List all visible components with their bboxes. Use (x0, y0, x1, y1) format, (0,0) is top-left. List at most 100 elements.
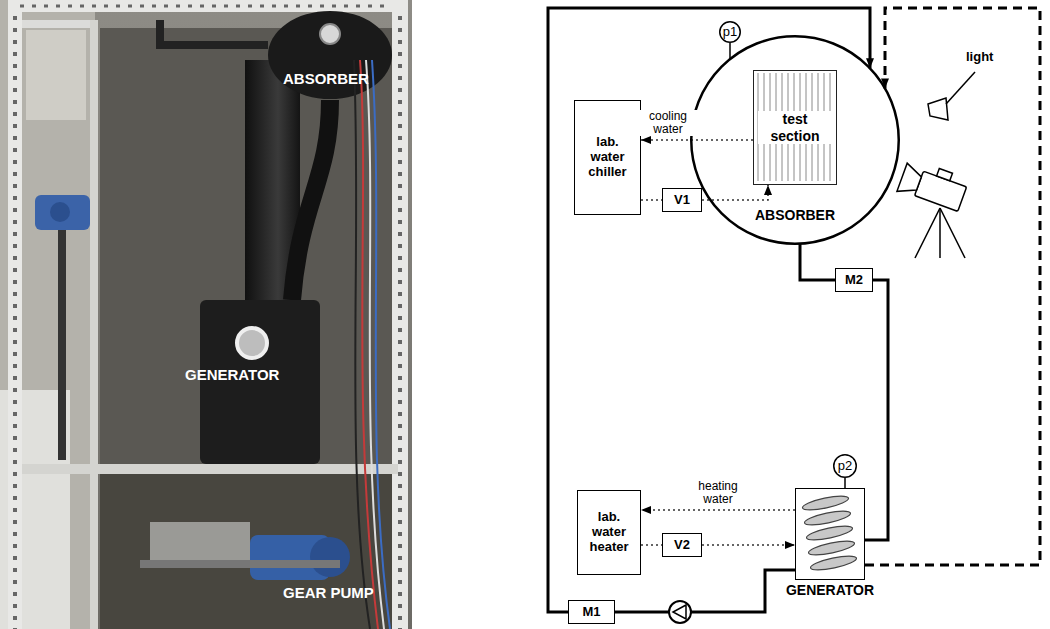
water-line (641, 139, 753, 141)
label-anchor: GEAR PUMP (283, 584, 374, 601)
pump-symbol (673, 605, 686, 619)
coil-turn (803, 508, 851, 528)
coil-turn (809, 553, 857, 573)
camera-symbol (897, 158, 969, 214)
cables-photo (354, 60, 370, 629)
pump-symbol (669, 601, 691, 623)
lab-background (100, 470, 392, 629)
absorber-vessel-photo (160, 20, 268, 45)
label-anchor: light (966, 50, 993, 65)
metal-frame (20, 5, 392, 8)
metal-frame (13, 16, 17, 629)
label-anchor: GENERATOR (185, 366, 279, 383)
node-text: V1 (674, 193, 690, 208)
water-line (702, 544, 795, 546)
lab-background (0, 0, 412, 629)
chiller-box: lab. water chiller (574, 100, 641, 215)
flowmeter-box: M2 (835, 268, 873, 292)
camera-symbol (939, 208, 941, 258)
heating-coil (796, 489, 863, 578)
coil-turn (801, 493, 849, 513)
water-line (641, 509, 795, 511)
lamp-label: light (966, 50, 993, 65)
circle-outline (720, 22, 741, 43)
metal-frame (8, 0, 408, 12)
metal-frame (398, 16, 402, 629)
solution-pipe (800, 244, 835, 280)
metal-frame (22, 464, 398, 474)
lamp-symbol (928, 72, 975, 120)
absorber-vessel-photo (160, 11, 392, 464)
node-text: lab. water heater (581, 510, 637, 555)
pump-motor-photo (140, 560, 340, 568)
solution-pipe (548, 8, 870, 612)
node-text: lab. water chiller (578, 135, 637, 180)
water-line (702, 185, 768, 200)
sensor-line (844, 478, 846, 488)
camera-symbol (937, 168, 953, 180)
valve-box: V2 (662, 533, 702, 557)
coil-turn (805, 523, 853, 543)
lab-background (26, 30, 86, 120)
camera-symbol (915, 208, 940, 258)
pump-motor-photo (150, 522, 250, 560)
absorber-vessel: ABSORBER test section (690, 35, 900, 245)
lamp-symbol (946, 72, 975, 104)
coil-turn (807, 538, 855, 558)
absorber-vessel-photo (320, 24, 340, 44)
heater-box: lab. water heater (577, 490, 641, 575)
vapour-line (865, 8, 1040, 565)
label-anchor: ABSORBER (283, 70, 369, 87)
edge-label-anchor: heating water (690, 480, 747, 506)
node-text: GENERATOR (786, 582, 874, 598)
camera-symbol (897, 163, 924, 197)
photo-part-label: ABSORBER (283, 70, 369, 87)
metal-frame (8, 0, 408, 629)
flowmeter-box: M1 (568, 600, 615, 624)
pump-motor-photo (310, 537, 350, 577)
pressure-sensor: p1 (719, 21, 741, 43)
pressure-sensor: p2 (833, 454, 857, 478)
circle-outline (834, 455, 857, 478)
lamp-symbol (928, 98, 948, 120)
node-text: p2 (838, 459, 852, 474)
cables-photo (372, 60, 390, 629)
water-line (641, 199, 662, 201)
edge-label-anchor: cooling water (640, 110, 697, 136)
node-text: M1 (582, 605, 600, 620)
water-line (641, 544, 662, 546)
generator-vessel: GENERATOR (795, 488, 865, 580)
node-text: M2 (845, 273, 863, 288)
metal-frame (90, 20, 98, 629)
pump-motor-photo (35, 195, 90, 230)
solution-pipe (615, 570, 795, 612)
sensor-line (729, 43, 731, 59)
node-text: V2 (674, 538, 690, 553)
edge-label: cooling water (640, 110, 697, 136)
lab-background (0, 0, 412, 629)
pump-motor-photo (58, 230, 66, 460)
pump-symbol (669, 601, 691, 623)
edge-label: heating water (690, 480, 747, 506)
valve-box: V1 (662, 188, 702, 212)
solution-pipe (865, 280, 888, 540)
absorber-vessel-photo (292, 100, 330, 300)
pump-motor-photo (50, 202, 70, 222)
photo-part-label: GEAR PUMP (283, 584, 374, 601)
test-section: test section (753, 70, 837, 185)
node-text: test section (758, 111, 832, 143)
cables-photo (354, 60, 390, 629)
camera-symbol (940, 208, 965, 258)
lab-background (0, 0, 95, 629)
node-text: p1 (723, 25, 737, 40)
metal-frame (392, 0, 408, 629)
metal-frame (8, 0, 22, 629)
camera-symbol (897, 158, 969, 258)
node-text: ABSORBER (690, 207, 900, 223)
pump-motor-photo (35, 195, 350, 580)
photo-part-label: GENERATOR (185, 366, 279, 383)
